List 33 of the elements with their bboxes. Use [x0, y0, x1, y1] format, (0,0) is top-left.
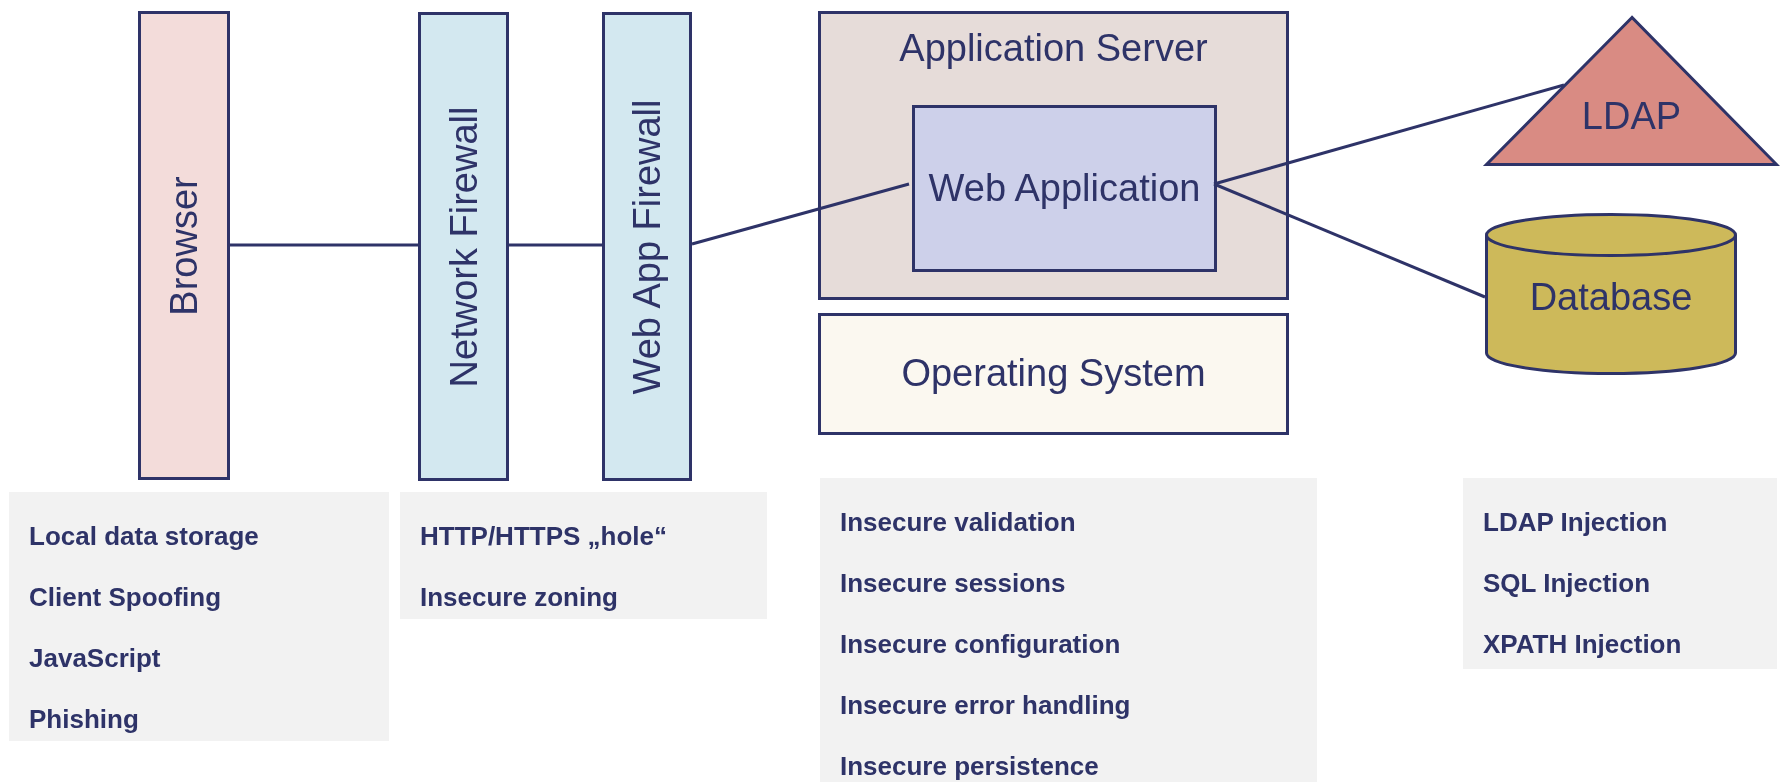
system-box	[818, 313, 1289, 435]
box-label: Network Firewall	[442, 106, 485, 387]
list-item: Phishing	[29, 703, 140, 736]
connector-line	[691, 182, 910, 246]
list-item: Insecure error handling	[840, 689, 1132, 722]
box-label: Web Application	[928, 165, 1201, 211]
list-item: SQL Injection	[1483, 567, 1652, 600]
connector-line	[509, 243, 602, 247]
shape-label: LDAP	[1580, 94, 1683, 139]
list-item: Client Spoofing	[29, 581, 223, 614]
application-box	[912, 105, 1217, 272]
firewall-box	[602, 12, 692, 481]
shape-label: Database	[1528, 275, 1694, 320]
list-item: JavaScript	[29, 642, 162, 675]
firewall-box	[418, 12, 509, 481]
list-item: Insecure persistence	[840, 750, 1100, 783]
connector-line	[230, 243, 418, 247]
list-item: XPATH Injection	[1483, 628, 1683, 661]
list-item: Insecure zoning	[420, 581, 619, 614]
list-item: Insecure validation	[840, 506, 1077, 539]
list-item: Insecure sessions	[840, 567, 1067, 600]
box-label: Browser	[162, 175, 206, 316]
list-item: Local data storage	[29, 520, 260, 553]
server-box	[818, 11, 1289, 300]
box-title: Application Server	[898, 26, 1209, 71]
list-item: LDAP Injection	[1483, 506, 1669, 539]
connector-line	[1213, 182, 1486, 299]
box-label: Web App Firewall	[625, 99, 669, 394]
list-item: Insecure configuration	[840, 628, 1122, 661]
connector-line	[1213, 83, 1565, 186]
browser-box	[138, 11, 230, 480]
box-label: Operating System	[901, 351, 1206, 397]
list-item: HTTP/HTTPS „hole“	[420, 520, 668, 553]
